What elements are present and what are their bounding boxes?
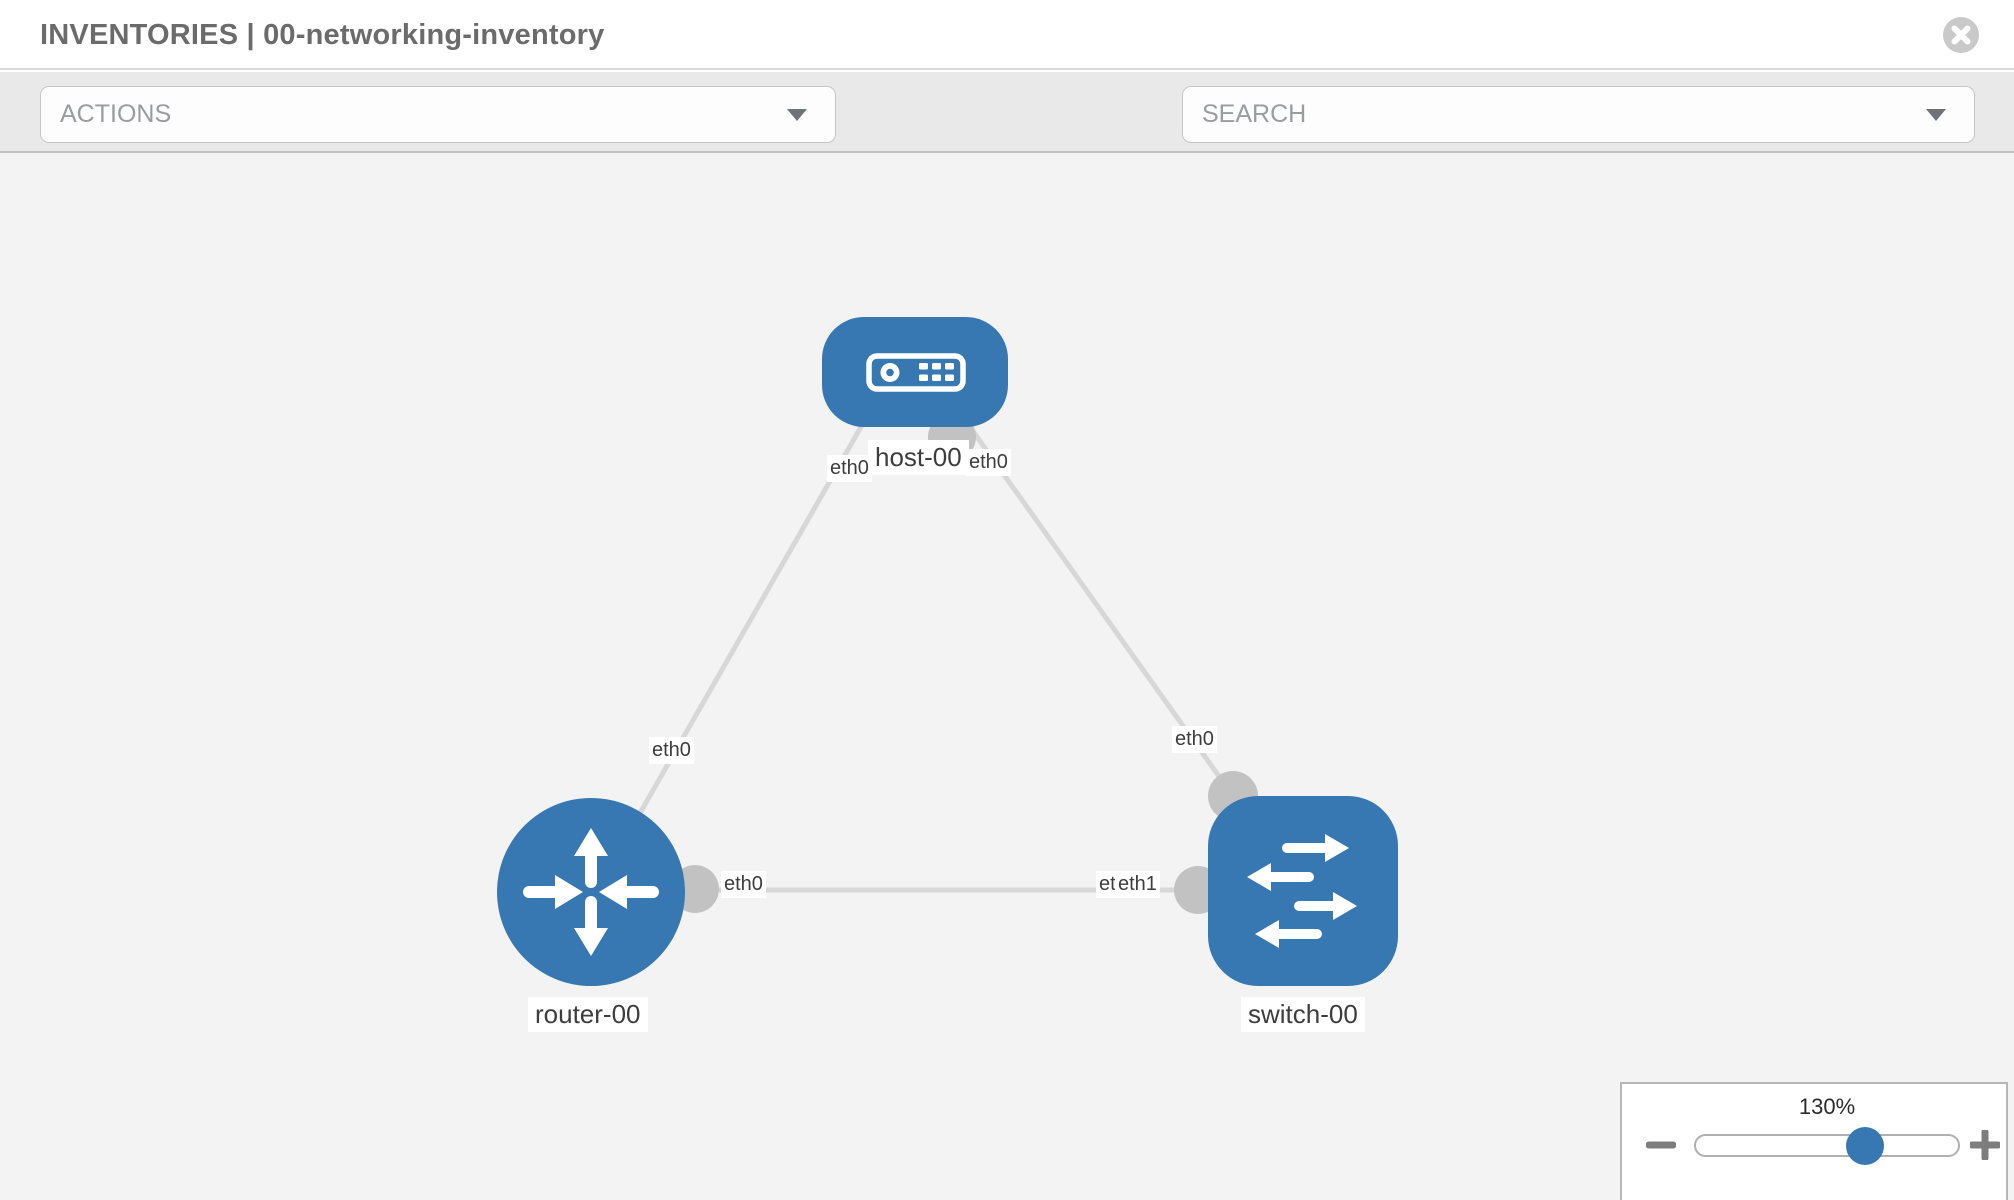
close-button[interactable]: [1942, 16, 1980, 54]
zoom-in-button[interactable]: [1968, 1128, 2002, 1165]
minus-icon: [1645, 1141, 1677, 1149]
zoom-out-button[interactable]: [1645, 1130, 1677, 1165]
chevron-down-icon: [1926, 109, 1946, 121]
zoom-control-panel: 130%: [1620, 1082, 2008, 1200]
node-label-router-00: router-00: [528, 997, 648, 1032]
port-label-switch-eth0-top: eth0: [1172, 726, 1217, 753]
switch-icon: [1247, 834, 1357, 948]
zoom-slider-thumb[interactable]: [1846, 1127, 1884, 1165]
zoom-level-value: 130%: [1798, 1094, 1856, 1119]
chevron-down-icon: [787, 109, 807, 121]
search-dropdown-label: SEARCH: [1202, 100, 1307, 128]
node-label-switch-00: switch-00: [1241, 997, 1365, 1032]
plus-icon: [1968, 1128, 2002, 1162]
actions-dropdown-label: ACTIONS: [60, 100, 172, 128]
port-label-switch-eth1-left: eth1: [1115, 871, 1160, 898]
node-host-00[interactable]: [822, 317, 1008, 427]
port-label-host-eth0-left: eth0: [827, 455, 872, 482]
search-dropdown[interactable]: SEARCH: [1182, 86, 1975, 143]
page-title: INVENTORIES | 00-networking-inventory: [40, 19, 605, 51]
topology-canvas[interactable]: [0, 153, 2014, 1200]
node-switch-00[interactable]: [1208, 796, 1398, 986]
host-icon: [866, 353, 966, 392]
router-icon: [523, 828, 659, 956]
zoom-slider-track[interactable]: [1694, 1134, 1960, 1157]
close-icon: [1943, 17, 1979, 53]
port-label-router-eth0-right: eth0: [721, 871, 766, 898]
actions-dropdown[interactable]: ACTIONS: [40, 86, 836, 143]
node-router-00[interactable]: [497, 798, 685, 986]
port-label-router-eth0-top: eth0: [649, 737, 694, 764]
port-label-host-eth0-right: eth0: [966, 449, 1011, 476]
page-header: INVENTORIES | 00-networking-inventory: [0, 0, 2014, 70]
toolbar: ACTIONS SEARCH: [0, 72, 2014, 206]
node-label-host-00: host-00: [868, 440, 969, 475]
